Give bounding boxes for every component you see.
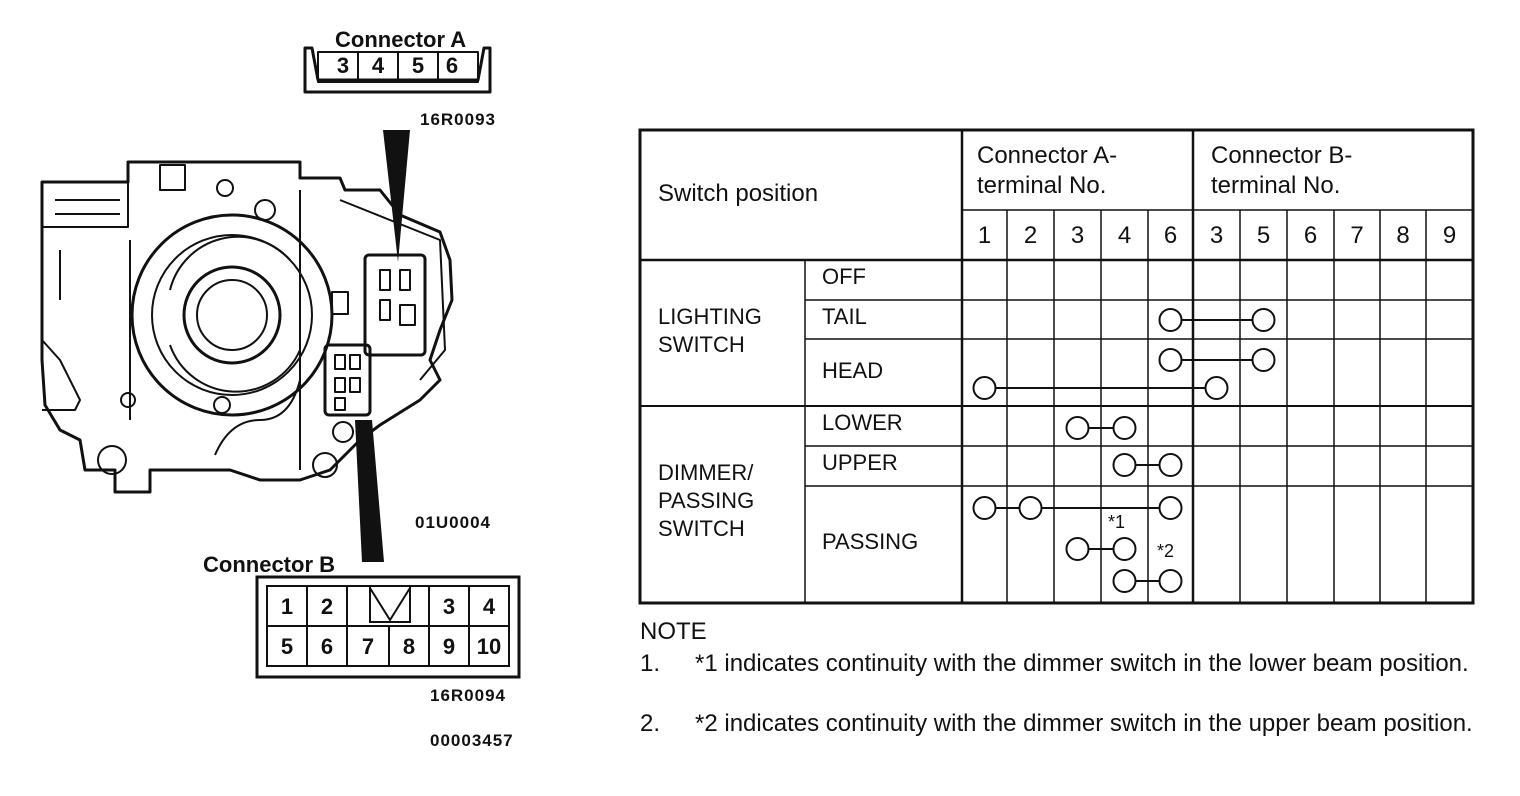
connector-b-pin: 3	[442, 594, 456, 619]
passing-continuity-terminal-circle	[1018, 496, 1043, 520]
switch-position-header: Switch position	[658, 180, 818, 207]
terminal-number: 5	[1257, 222, 1270, 249]
figure-code: 00003457	[430, 731, 514, 750]
group-dimmer-passing-switch: DIMMER/	[658, 460, 754, 485]
note-text: *2 indicates continuity with the dimmer …	[695, 710, 1473, 737]
connector-a-housing	[303, 46, 492, 94]
passing-continuity-terminal-circle	[1158, 496, 1183, 520]
terminal-number: 6	[1164, 222, 1177, 249]
terminal-number: 3	[1210, 222, 1223, 249]
switch-position-off: OFF	[822, 264, 866, 289]
lower-continuity-terminal-circle	[1112, 416, 1137, 440]
upper-continuity-terminal-circle	[1112, 453, 1137, 477]
connector-b-pin: 2	[320, 594, 334, 619]
head-continuity-upper-terminal-circle	[1158, 348, 1183, 372]
tail-continuity-terminal-circle	[1251, 308, 1276, 332]
connector-b-key	[369, 586, 411, 623]
connector-b-pin: 5	[280, 634, 294, 659]
combination-switch-drawing	[40, 46, 521, 679]
clock-spring-hub	[182, 265, 282, 365]
connector-b-housing	[255, 575, 521, 679]
table-frame	[638, 128, 1475, 605]
group-dimmer-passing-switch: PASSING	[658, 488, 754, 513]
group-lighting-switch: LIGHTING	[658, 304, 762, 329]
terminal-number: 4	[1118, 222, 1131, 249]
connector-b-title: Connector B	[203, 552, 335, 577]
terminal-number: 7	[1350, 222, 1363, 249]
connector-a-header: terminal No.	[977, 172, 1106, 199]
passing-continuity-star2-terminal-circle	[1158, 569, 1183, 593]
switch-position-lower: LOWER	[822, 410, 903, 435]
passing-continuity-star1-terminal-circle	[1112, 537, 1137, 561]
note-heading: NOTE	[640, 618, 707, 645]
terminal-number: 1	[978, 222, 991, 249]
connector-b-code: 16R0094	[430, 686, 507, 705]
switch-position-head: HEAD	[822, 358, 883, 383]
connector-a-pin: 5	[411, 53, 425, 78]
terminal-number: 3	[1071, 222, 1084, 249]
connector-b-pin: 8	[402, 634, 416, 659]
passing-continuity-star2-terminal-circle	[1112, 569, 1137, 593]
tail-continuity-terminal-circle	[1158, 308, 1183, 332]
connector-a-pin: 6	[445, 53, 459, 78]
connector-b-pin: 9	[442, 634, 456, 659]
connector-b-pin: 1	[280, 594, 294, 619]
connector-b-pin: 4	[482, 594, 496, 619]
note-item: 2. *2 indicates continuity with the dimm…	[640, 709, 1510, 769]
footnote-mark-1: *1	[1108, 512, 1125, 532]
note-text: *1 indicates continuity with the dimmer …	[695, 650, 1469, 677]
switch-position-tail: TAIL	[822, 304, 867, 329]
connector-a-pin: 4	[371, 53, 385, 78]
connector-a-socket	[363, 253, 427, 357]
footnote-mark-2: *2	[1157, 541, 1174, 561]
terminal-number: 2	[1024, 222, 1037, 249]
head-continuity-upper-terminal-circle	[1251, 348, 1276, 372]
note-number: 2.	[640, 710, 661, 737]
group-dimmer-passing-switch: SWITCH	[658, 516, 745, 541]
connector-b-pin: 10	[476, 634, 502, 659]
terminal-number: 8	[1396, 222, 1409, 249]
connector-a-title: Connector A	[335, 27, 467, 52]
note-item: 1. *1 indicates continuity with the dimm…	[640, 649, 1510, 709]
passing-continuity-terminal-circle	[972, 496, 997, 520]
pointer-to-connector-b	[355, 420, 384, 562]
switch-body-outline	[40, 160, 454, 494]
group-lighting-switch: SWITCH	[658, 332, 745, 357]
connector-b-header: terminal No.	[1211, 172, 1340, 199]
connector-a-header: Connector A-	[977, 142, 1117, 169]
connector-b-socket	[323, 343, 372, 417]
connector-a-pin: 3	[336, 53, 350, 78]
connector-b-pin: 6	[320, 634, 334, 659]
terminal-number: 9	[1443, 222, 1456, 249]
connector-b-pin: 7	[361, 634, 375, 659]
terminal-number: 6	[1304, 222, 1317, 249]
head-continuity-lower-terminal-circle	[1204, 376, 1229, 400]
switch-position-passing: PASSING	[822, 529, 918, 554]
switch-position-upper: UPPER	[822, 450, 898, 475]
switch-code: 01U0004	[415, 513, 492, 532]
upper-continuity-terminal-circle	[1158, 453, 1183, 477]
connector-b-header: Connector B-	[1211, 142, 1352, 169]
lower-continuity-terminal-circle	[1065, 416, 1090, 440]
note-number: 1.	[640, 650, 661, 677]
head-continuity-lower-terminal-circle	[972, 376, 997, 400]
passing-continuity-star1-terminal-circle	[1065, 537, 1090, 561]
pointer-to-connector-a	[383, 130, 410, 262]
connector-a-code: 16R0093	[420, 110, 497, 129]
